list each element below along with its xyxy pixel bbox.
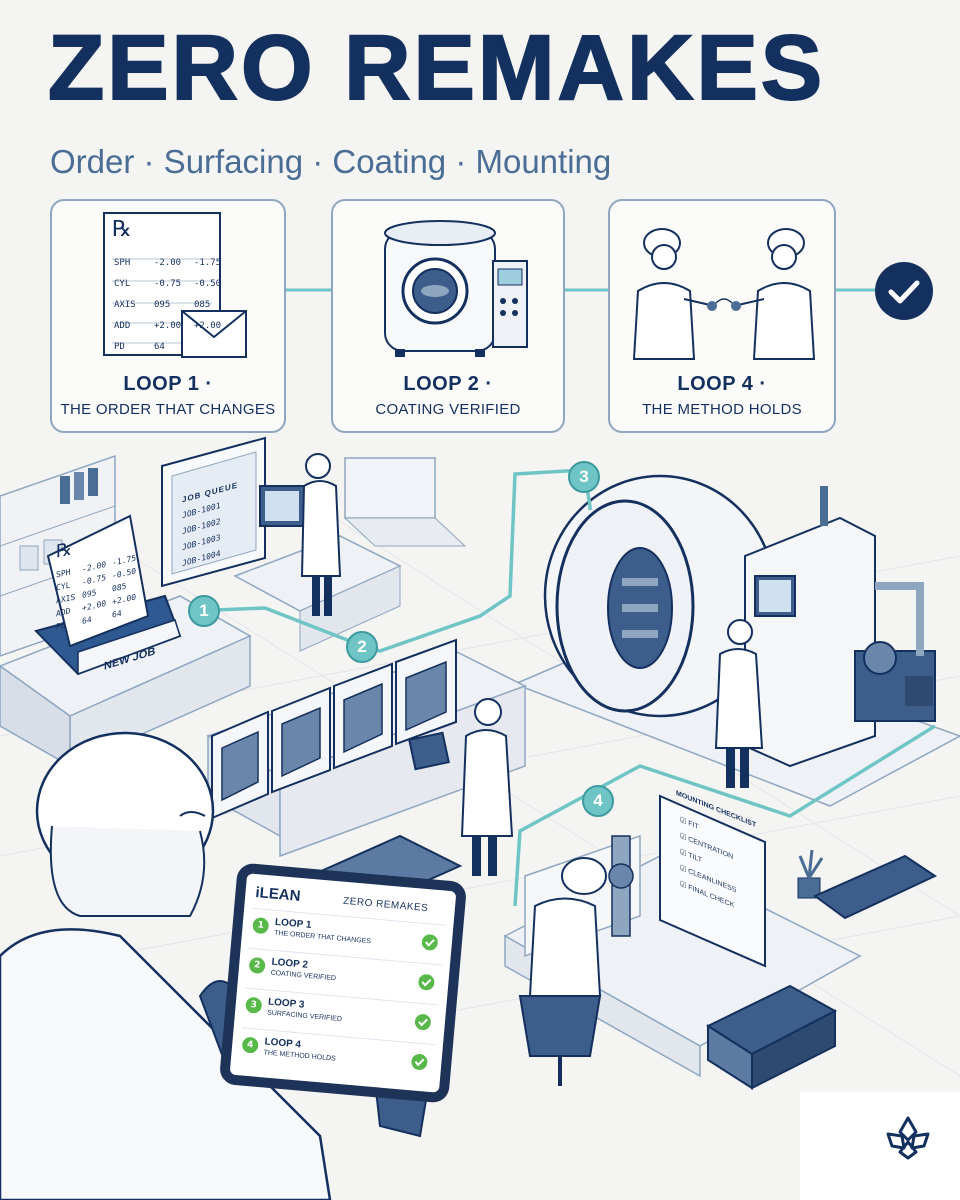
new-job-desk <box>0 514 252 768</box>
tablet-screen: iLEAN ZERO REMAKES 1 LOOP 1 THE ORDER TH… <box>229 873 457 1093</box>
process-path-lower <box>513 724 936 907</box>
loop-card-subtitle: THE ORDER THAT CHANGES <box>60 401 276 418</box>
check-icon <box>411 1053 428 1070</box>
rx-row: SPH-2.00-1.75 <box>114 258 222 268</box>
tablet-loop-list: 1 LOOP 1 THE ORDER THAT CHANGES 2 LOOP 2… <box>238 907 446 1085</box>
step-badge-2: 2 <box>346 631 378 663</box>
coating-chamber-illustration <box>384 220 528 357</box>
prescription-illustration <box>103 212 247 358</box>
loop-card-2: LOOP 2 · COATING VERIFIED <box>331 199 565 433</box>
check-icon <box>414 1014 431 1031</box>
loop-number: 4 <box>241 1036 259 1054</box>
surfacing-machines <box>206 638 527 908</box>
loop-card-subtitle: COATING VERIFIED <box>375 401 521 418</box>
technician-seated <box>518 857 607 1086</box>
technician-left <box>632 228 717 360</box>
check-icon <box>421 934 438 951</box>
loop-title: LOOP 2 <box>271 956 309 971</box>
rx-row: CYL-0.75-0.50 <box>114 279 222 289</box>
loop-subtitle: THE ORDER THAT CHANGES <box>273 929 372 946</box>
mounting-station <box>503 794 938 1090</box>
envelope-icon <box>181 310 247 358</box>
list-item[interactable]: 4 LOOP 4 THE METHOD HOLDS <box>238 1027 436 1085</box>
check-icon <box>418 974 435 991</box>
loop-subtitle: THE METHOD HOLDS <box>263 1049 336 1063</box>
technician-at-surfacing <box>460 698 514 876</box>
tablet-brand: iLEAN <box>254 884 302 905</box>
loop-title: LOOP 3 <box>267 996 305 1011</box>
job-queue-list: JOB-1001 JOB-1002 JOB-1003 JOB-1004 <box>182 498 221 572</box>
page-subtitle: Order · Surfacing · Coating · Mounting <box>50 143 612 180</box>
list-item[interactable]: 2 LOOP 2 COATING VERIFIED <box>245 947 442 1005</box>
tablet-device: iLEAN ZERO REMAKES 1 LOOP 1 THE ORDER TH… <box>218 862 468 1104</box>
loop-subtitle: COATING VERIFIED <box>270 969 337 983</box>
coating-chamber-machine <box>513 474 960 807</box>
technician-at-coater <box>714 619 764 788</box>
loop-title: LOOP 1 <box>274 916 312 932</box>
rx-symbol: ℞ <box>112 217 132 242</box>
factory-floor-illustration <box>0 436 960 1200</box>
loop-title: LOOP 4 <box>264 1036 302 1051</box>
rx-row: ADD+2.00+2.00 <box>114 321 222 331</box>
technician-right <box>731 228 816 360</box>
logo-panel <box>800 1092 960 1200</box>
page-title: ZERO REMAKES <box>47 17 826 119</box>
loop-card-title: LOOP 4 · <box>677 373 767 395</box>
tablet-header: ZERO REMAKES <box>342 895 429 915</box>
list-item[interactable]: 1 LOOP 1 THE ORDER THAT CHANGES <box>248 907 446 965</box>
glasses-case <box>705 984 838 1090</box>
technicians-illustration <box>632 228 816 360</box>
loop-number: 3 <box>245 996 263 1014</box>
pump-unit <box>854 641 936 722</box>
list-item[interactable]: 3 LOOP 3 SURFACING VERIFIED <box>241 987 439 1045</box>
step-badge-4: 4 <box>582 785 614 817</box>
loop-card-title: LOOP 2 · <box>403 373 493 395</box>
loop-card-subtitle: THE METHOD HOLDS <box>642 401 802 418</box>
loop-subtitle: SURFACING VERIFIED <box>266 1009 343 1024</box>
loop-number: 1 <box>252 916 270 935</box>
flower-logo-icon <box>886 1116 930 1160</box>
job-queue-board <box>161 436 266 588</box>
loop-card-3: LOOP 4 · THE METHOD HOLDS <box>608 199 836 433</box>
plant-icon <box>797 849 824 899</box>
floor-rx-symbol: ℞ <box>56 538 73 563</box>
step-badge-1: 1 <box>188 595 220 627</box>
step-badge-3: 3 <box>568 461 600 493</box>
foreground-technician <box>0 731 432 1200</box>
check-circle-icon <box>875 262 933 320</box>
loop-number: 2 <box>248 956 266 975</box>
technician-standing-top <box>300 453 342 616</box>
computer-workstation <box>233 453 467 652</box>
loop-card-title: LOOP 1 · <box>123 373 213 395</box>
